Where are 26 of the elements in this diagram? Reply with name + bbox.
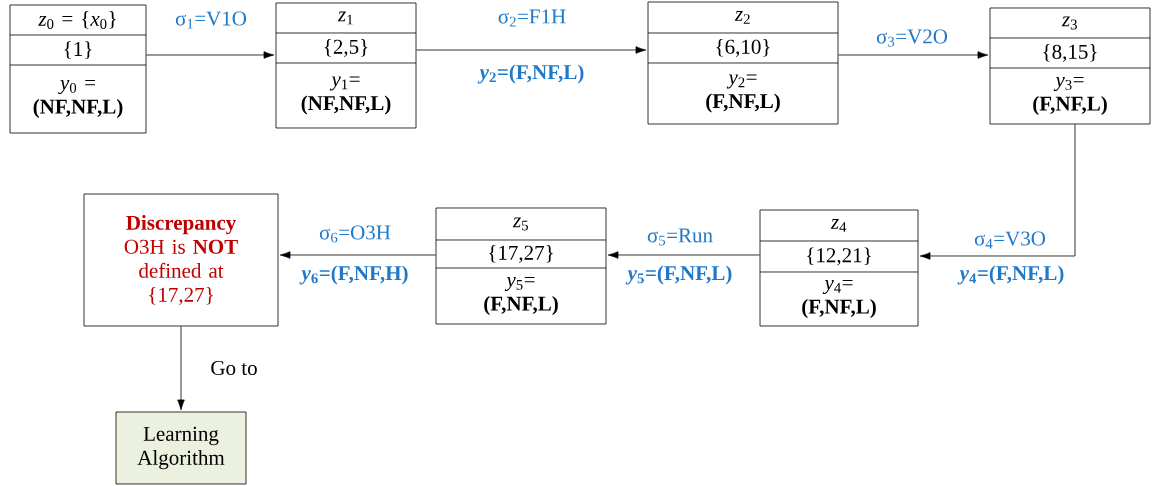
edge-label: σ$_{6}$=O3H (319, 225, 391, 243)
arrow (279, 251, 436, 259)
discrepancy-box: Discrepancy O3H is NOT defined at {17,27} (83, 193, 279, 327)
arrow (416, 46, 647, 54)
arrow (838, 51, 989, 59)
edge-label: Go to (211, 360, 257, 376)
state-box: z$_{3}$ {8,15} y$_{3}$= (F,NF,L) (989, 7, 1151, 125)
state-box: z$_{1}$ {2,5} y$_{1}$= (NF,NF,L) (275, 2, 417, 129)
edge-label: σ$_{1}$=V1O (175, 11, 247, 29)
state-box: z$_{0}$ = {x$_{0}$} {1} y$_{0}$ = (NF,NF,L) (9, 4, 147, 134)
state-box: z$_{4}$ {12,21} y$_{4}$= (F,NF,L) (759, 209, 919, 327)
edge-label: σ$_{5}$=Run (647, 228, 713, 246)
arrow (146, 51, 275, 59)
output-label: y$_{5}$=(F,NF,L) (625, 265, 732, 285)
output-label: y$_{4}$=(F,NF,L) (957, 265, 1064, 285)
arrow (607, 251, 760, 259)
edge-label: σ$_{4}$=V3O (974, 231, 1046, 249)
state-box: z$_{5}$ {17,27} y$_{5}$= (F,NF,L) (435, 207, 607, 325)
arrow (177, 326, 185, 411)
process-box: Learning Algorithm (115, 411, 247, 485)
edge-label: σ$_{2}$=F1H (498, 9, 566, 27)
edge-label: σ$_{3}$=V2O (876, 29, 948, 47)
state-box: z$_{2}$ {6,10} y$_{2}$= (F,NF,L) (647, 1, 839, 125)
arrow (919, 124, 1076, 260)
output-label: y$_{2}$=(F,NF,L) (477, 64, 584, 84)
output-label: y$_{6}$=(F,NF,H) (299, 265, 408, 285)
